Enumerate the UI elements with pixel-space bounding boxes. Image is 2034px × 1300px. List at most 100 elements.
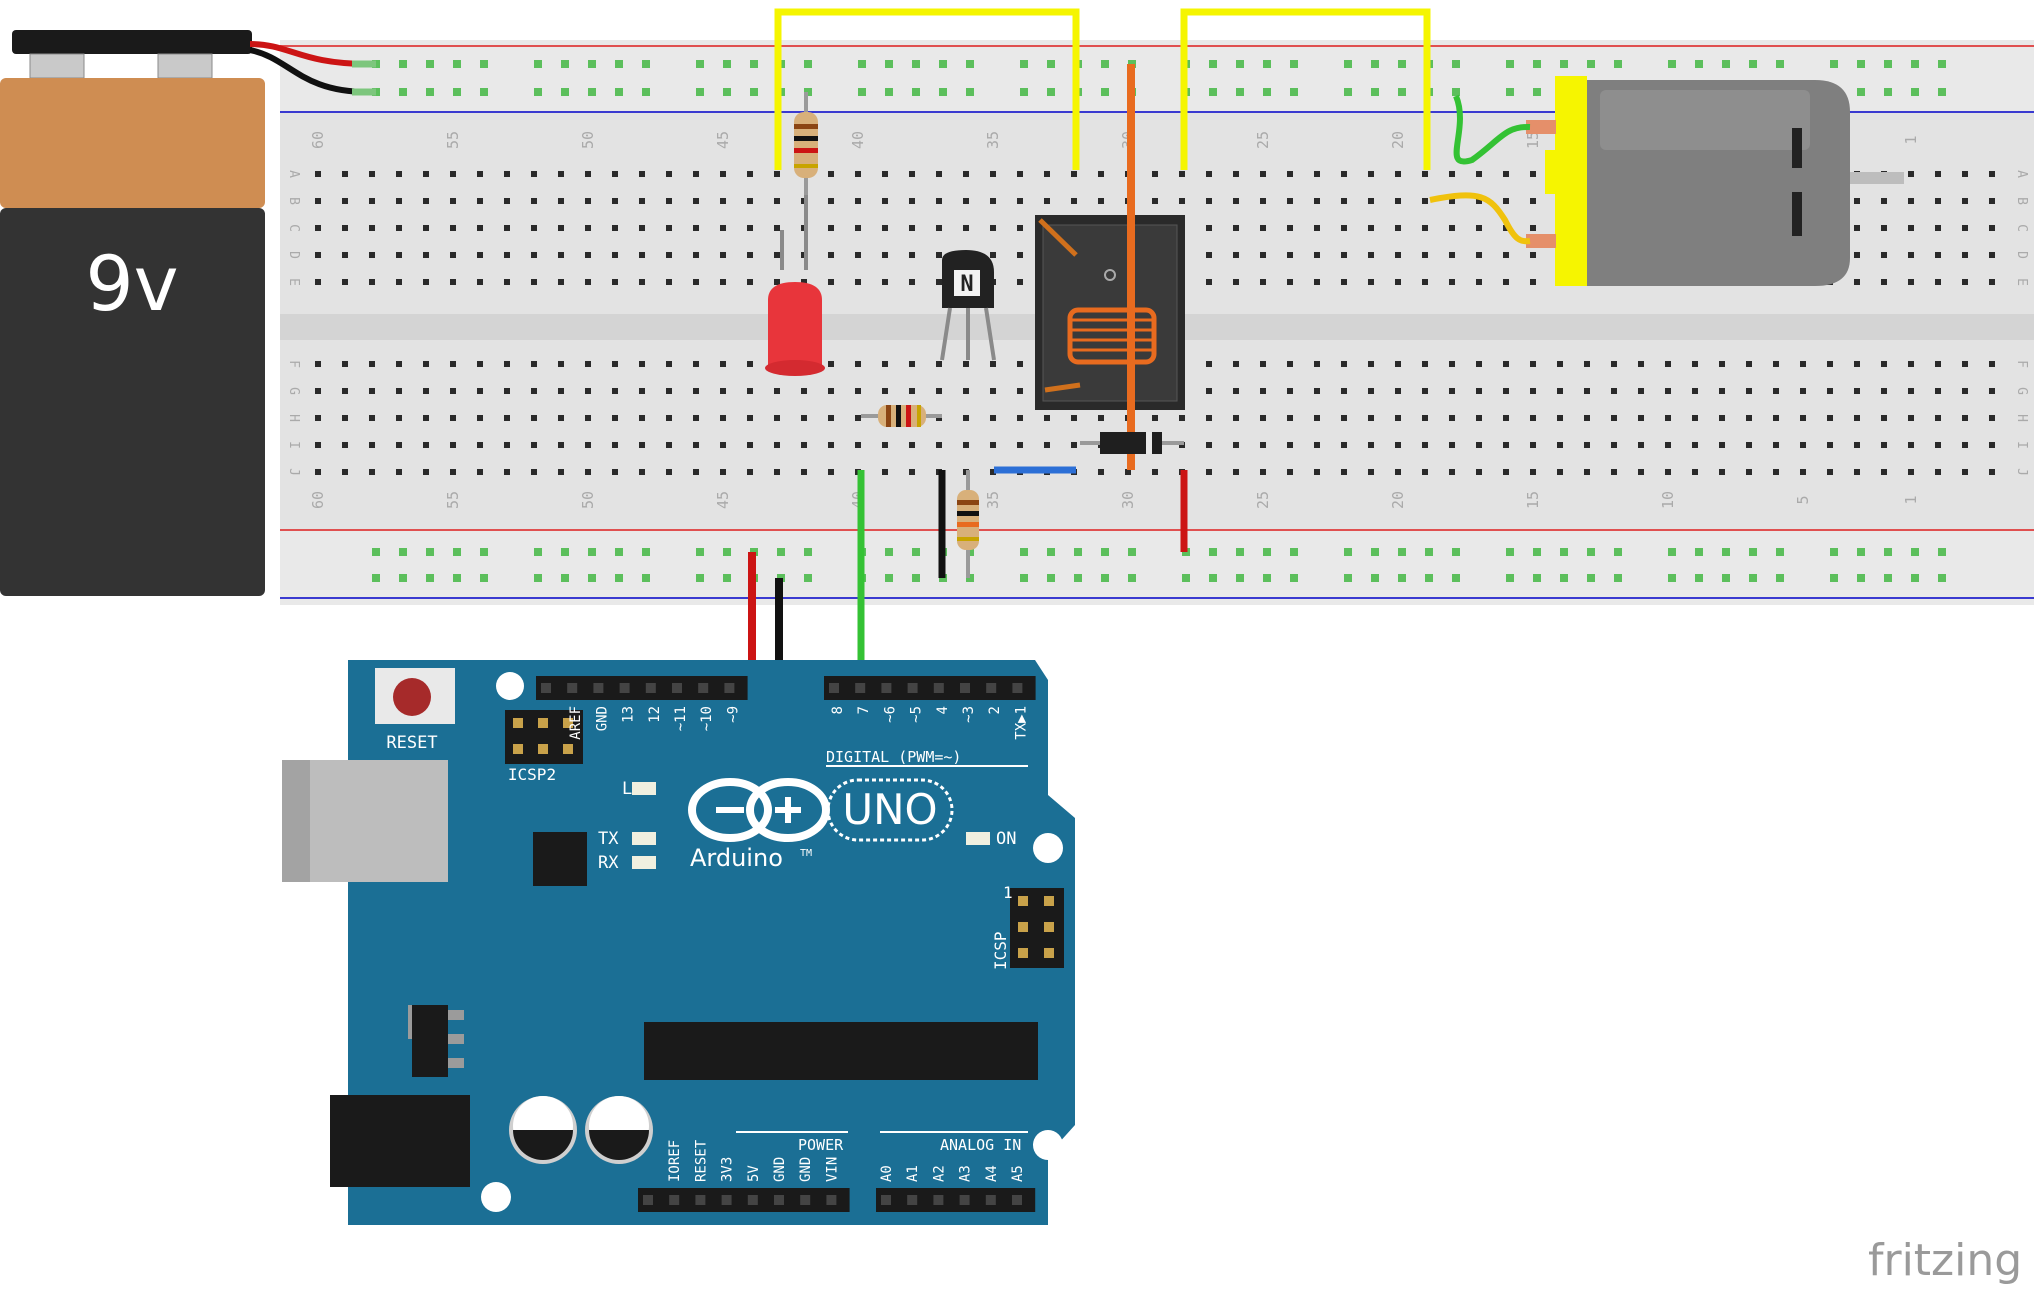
hole	[1584, 388, 1590, 394]
digital-pin[interactable]	[1012, 683, 1023, 693]
hole	[1422, 442, 1428, 448]
hole	[1152, 415, 1158, 421]
hole	[747, 361, 753, 367]
rail-hole	[1371, 60, 1379, 68]
hole	[1368, 225, 1374, 231]
power-pin[interactable]	[774, 1195, 784, 1205]
hole	[1908, 469, 1914, 475]
digital-pin-label: 13	[621, 706, 637, 723]
hole	[828, 361, 834, 367]
hole	[1962, 171, 1968, 177]
motor-shaft	[1850, 172, 1904, 184]
power-pin-label: IOREF	[667, 1140, 683, 1182]
digital-pin[interactable]	[881, 683, 892, 693]
power-pin[interactable]	[721, 1195, 732, 1205]
hole	[1422, 171, 1428, 177]
analog-pin[interactable]	[1012, 1195, 1022, 1205]
digital-pin[interactable]	[960, 683, 970, 693]
hole	[882, 469, 888, 475]
digital-pin[interactable]	[986, 683, 997, 693]
hole	[369, 388, 375, 394]
digital-pin[interactable]	[672, 683, 682, 693]
hole	[693, 171, 699, 177]
digital-pin[interactable]	[567, 683, 578, 693]
hole	[1692, 469, 1698, 475]
hole	[504, 415, 510, 421]
transistor-leg-1	[940, 307, 952, 361]
power-pin[interactable]	[800, 1195, 811, 1205]
rail-hole	[615, 548, 623, 556]
hole	[1017, 361, 1023, 367]
power-pin[interactable]	[643, 1195, 653, 1205]
hole	[396, 469, 402, 475]
analog-pin[interactable]	[959, 1195, 970, 1205]
hole	[1071, 442, 1077, 448]
hole	[909, 279, 915, 285]
led-tx	[632, 832, 656, 845]
power-label: POWER	[798, 1136, 844, 1154]
analog-pin[interactable]	[933, 1195, 944, 1205]
hole	[747, 252, 753, 258]
digital-pin[interactable]	[933, 683, 944, 693]
hole	[450, 225, 456, 231]
digital-pin[interactable]	[619, 683, 630, 693]
hole	[1584, 442, 1590, 448]
power-pin[interactable]	[695, 1195, 706, 1205]
digital-pin[interactable]	[724, 683, 735, 693]
hole	[639, 252, 645, 258]
hole	[1881, 442, 1887, 448]
rail-hole	[1344, 574, 1352, 582]
digital-pin[interactable]	[645, 683, 656, 693]
power-pin[interactable]	[669, 1195, 680, 1205]
digital-pin[interactable]	[829, 683, 839, 693]
rail-hole	[723, 88, 731, 96]
digital-pin-label: ~3	[961, 706, 977, 723]
icsp-header	[1010, 888, 1064, 968]
digital-pin[interactable]	[855, 683, 866, 693]
rail-hole	[858, 88, 866, 96]
hole	[1314, 171, 1320, 177]
analog-pin[interactable]	[881, 1195, 891, 1205]
digital-pin[interactable]	[541, 683, 551, 693]
fritzing-watermark: fritzing	[1868, 1235, 2022, 1286]
digital-pin[interactable]	[698, 683, 709, 693]
hole	[504, 198, 510, 204]
power-pin[interactable]	[826, 1195, 837, 1205]
digital-pin[interactable]	[907, 683, 918, 693]
hole	[1962, 469, 1968, 475]
analog-pin-label: A5	[1010, 1165, 1026, 1182]
rail-hole	[1857, 548, 1865, 556]
hole	[1692, 361, 1698, 367]
hole	[477, 198, 483, 204]
hole	[1962, 252, 1968, 258]
band-4	[957, 537, 979, 541]
rail-hole	[642, 548, 650, 556]
hole	[1773, 361, 1779, 367]
hole	[1827, 442, 1833, 448]
hole	[558, 361, 564, 367]
hole	[747, 171, 753, 177]
analog-pin[interactable]	[907, 1195, 918, 1205]
digital-pin-label: ~5	[909, 706, 925, 723]
column-number: 15	[1524, 131, 1542, 149]
rail-hole	[1695, 60, 1703, 68]
hole	[1530, 388, 1536, 394]
hole	[1152, 198, 1158, 204]
hole	[1341, 442, 1347, 448]
analog-header	[876, 1188, 1036, 1212]
led-body	[768, 282, 822, 366]
power-pin[interactable]	[747, 1195, 758, 1205]
usb-connector-edge	[282, 760, 310, 882]
diode	[1080, 432, 1184, 454]
rail-hole	[534, 88, 542, 96]
voltage-regulator	[412, 1005, 448, 1077]
digital-pin[interactable]	[593, 683, 604, 693]
rail-hole	[1020, 548, 1028, 556]
analog-pin[interactable]	[985, 1195, 996, 1205]
hole	[1017, 225, 1023, 231]
hole	[1584, 469, 1590, 475]
capacitor-1	[509, 1096, 577, 1164]
relay-leg	[1044, 382, 1081, 393]
hole	[585, 415, 591, 421]
